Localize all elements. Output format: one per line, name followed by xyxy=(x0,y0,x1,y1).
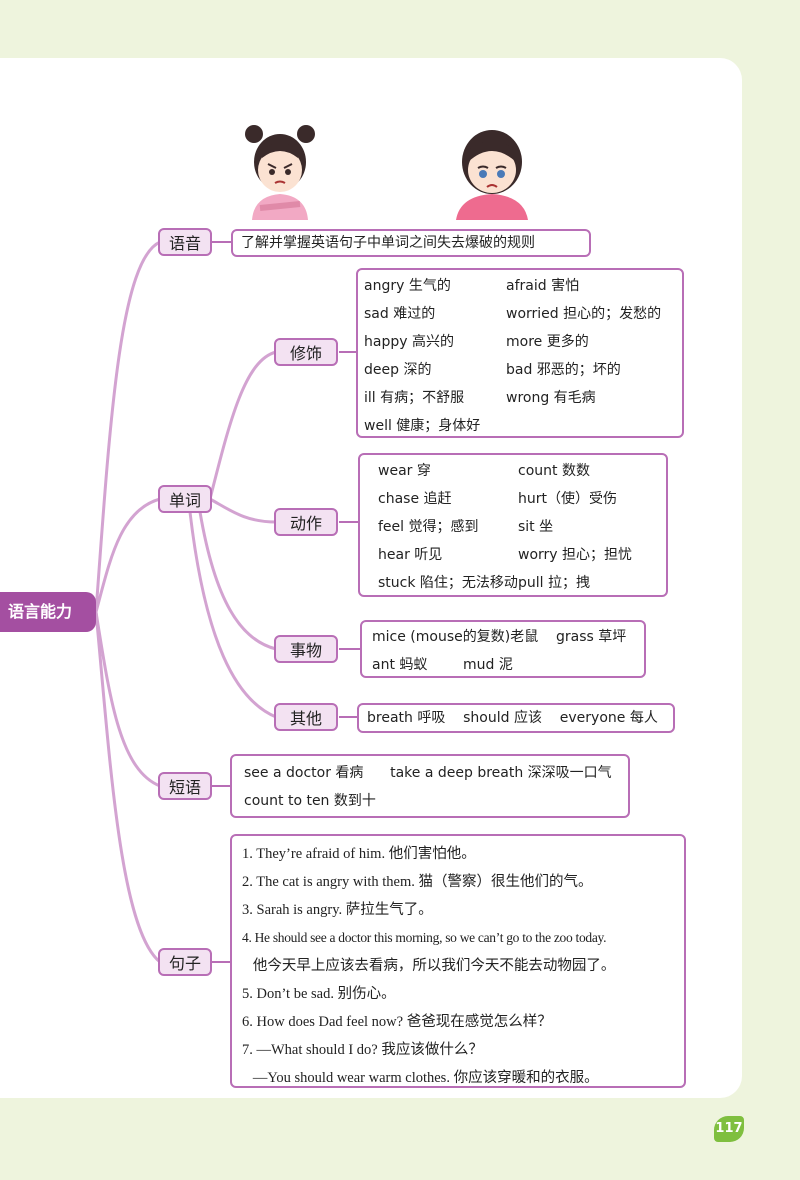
word-item: bad 邪恶的；坏的 xyxy=(506,362,621,378)
others-text: breath 呼吸 should 应该 everyone 每人 xyxy=(367,710,658,726)
node-actions: 动作 xyxy=(274,508,338,536)
word-item: more 更多的 xyxy=(506,334,589,350)
node-vocabulary: 单词 xyxy=(158,485,212,513)
sad-girl-illustration xyxy=(456,130,528,220)
link-vocab-others xyxy=(188,510,278,719)
word-item: sit 坐 xyxy=(518,519,554,535)
sentence-line: 他今天早上应该去看病，所以我们今天不能去动物园了。 xyxy=(242,958,616,974)
root-node-language-ability: 语言能力 xyxy=(0,592,96,632)
link-root-sentences xyxy=(94,610,162,964)
things-line-2: ant 蚂蚁 mud 泥 xyxy=(372,657,513,673)
phrases-line-2: count to ten 数到十 xyxy=(244,793,376,809)
sentence-line: 3. Sarah is angry. 萨拉生气了。 xyxy=(242,902,433,918)
word-item: sad 难过的 xyxy=(364,306,436,322)
sentence-line: 7. —What should I do? 我应该做什么？ xyxy=(242,1042,483,1058)
word-item: ill 有病；不舒服 xyxy=(364,390,465,406)
node-pronunciation: 语音 xyxy=(158,228,212,256)
word-item: worry 担心；担忧 xyxy=(518,547,633,563)
link-vocab-modifiers xyxy=(208,350,278,501)
others-box: breath 呼吸 should 应该 everyone 每人 xyxy=(357,703,675,733)
node-sentences: 句子 xyxy=(158,948,212,976)
node-phrases: 短语 xyxy=(158,772,212,800)
word-item: angry 生气的 xyxy=(364,278,451,294)
word-item: count 数数 xyxy=(518,463,590,479)
word-item: hear 听见 xyxy=(378,547,443,563)
word-item: deep 深的 xyxy=(364,362,432,378)
link-vocab-actions xyxy=(208,497,278,524)
link-root-vocabulary xyxy=(94,497,162,614)
things-box: mice (mouse的复数)老鼠 grass 草坪 ant 蚂蚁 mud 泥 xyxy=(360,620,646,678)
word-item: wear 穿 xyxy=(378,463,431,479)
sentence-line: 2. The cat is angry with them. 猫（警察）很生他们… xyxy=(242,874,593,890)
word-item: chase 追赶 xyxy=(378,491,452,507)
actions-box: wear 穿 count 数数 chase 追赶 hurt（使）受伤 feel … xyxy=(358,453,668,597)
word-item: afraid 害怕 xyxy=(506,278,580,294)
sentence-line: 4. He should see a doctor this morning, … xyxy=(242,930,607,945)
node-others: 其他 xyxy=(274,703,338,731)
link-vocab-things xyxy=(198,510,278,651)
word-item: feel 觉得；感到 xyxy=(378,519,479,535)
link-root-phrases xyxy=(94,610,162,788)
word-item: worried 担心的；发愁的 xyxy=(506,306,662,322)
sentences-box: 1. They’re afraid of him. 他们害怕他。 2. The … xyxy=(230,834,686,1088)
pronunciation-box: 了解并掌握英语句子中单词之间失去爆破的规则 xyxy=(231,229,591,257)
things-line-1: mice (mouse的复数)老鼠 grass 草坪 xyxy=(372,629,627,645)
word-item: happy 高兴的 xyxy=(364,334,454,350)
link-root-pronunciation xyxy=(94,240,162,614)
angry-girl-illustration xyxy=(245,125,315,220)
phrases-box: see a doctor 看病 take a deep breath 深深吸一口… xyxy=(230,754,630,818)
sentence-line: —You should wear warm clothes. 你应该穿暖和的衣服… xyxy=(242,1070,599,1086)
pronunciation-text: 了解并掌握英语句子中单词之间失去爆破的规则 xyxy=(241,235,535,251)
word-item: well 健康；身体好 xyxy=(364,418,481,434)
sentence-line: 5. Don’t be sad. 别伤心。 xyxy=(242,986,396,1002)
phrases-line-1: see a doctor 看病 take a deep breath 深深吸一口… xyxy=(244,765,612,781)
sentence-line: 6. How does Dad feel now? 爸爸现在感觉怎么样？ xyxy=(242,1014,552,1030)
word-item: pull 拉；拽 xyxy=(518,575,590,591)
word-item: stuck 陷住；无法移动 xyxy=(378,575,518,591)
word-item: hurt（使）受伤 xyxy=(518,491,617,507)
page-number-badge: 117 xyxy=(714,1116,744,1142)
node-modifiers: 修饰 xyxy=(274,338,338,366)
word-item: wrong 有毛病 xyxy=(506,390,596,406)
modifiers-box: angry 生气的 afraid 害怕 sad 难过的 worried 担心的；… xyxy=(356,268,684,438)
node-things: 事物 xyxy=(274,635,338,663)
sentence-line: 1. They’re afraid of him. 他们害怕他。 xyxy=(242,846,476,862)
